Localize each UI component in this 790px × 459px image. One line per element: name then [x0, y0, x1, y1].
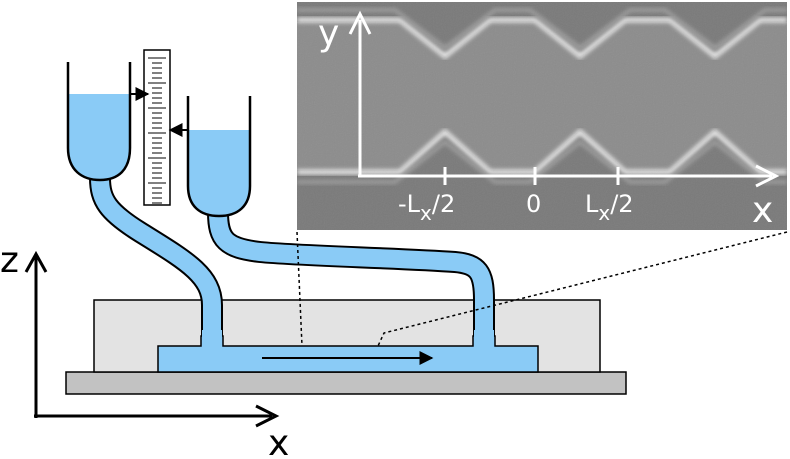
- zoom-line-right: [377, 231, 788, 347]
- tubing: [89, 177, 495, 350]
- reservoir-right: [186, 96, 252, 218]
- sem-tick-label-neg-half: -Lx/2: [398, 190, 455, 225]
- sem-axis-x-label: x: [752, 190, 773, 231]
- sem-tick-label-zero: 0: [526, 190, 541, 218]
- sem-y-arrowhead: [348, 10, 372, 35]
- zoom-line-left: [296, 231, 303, 347]
- sem-tick-label-pos-half: Lx/2: [585, 190, 634, 225]
- main-axis-x-label: x: [268, 423, 289, 459]
- main-axis-z-label: z: [0, 240, 19, 281]
- base-plate: [65, 371, 627, 395]
- microchannel: [157, 335, 539, 373]
- sem-axis-y-label: y: [318, 13, 339, 54]
- height-scale-ruler: [130, 49, 188, 206]
- sem-x-arrowhead: [755, 164, 780, 188]
- sem-inset: y x -Lx/2 0 Lx/2: [297, 2, 787, 231]
- reservoir-left: [66, 62, 132, 182]
- main-axes: z x: [0, 240, 289, 459]
